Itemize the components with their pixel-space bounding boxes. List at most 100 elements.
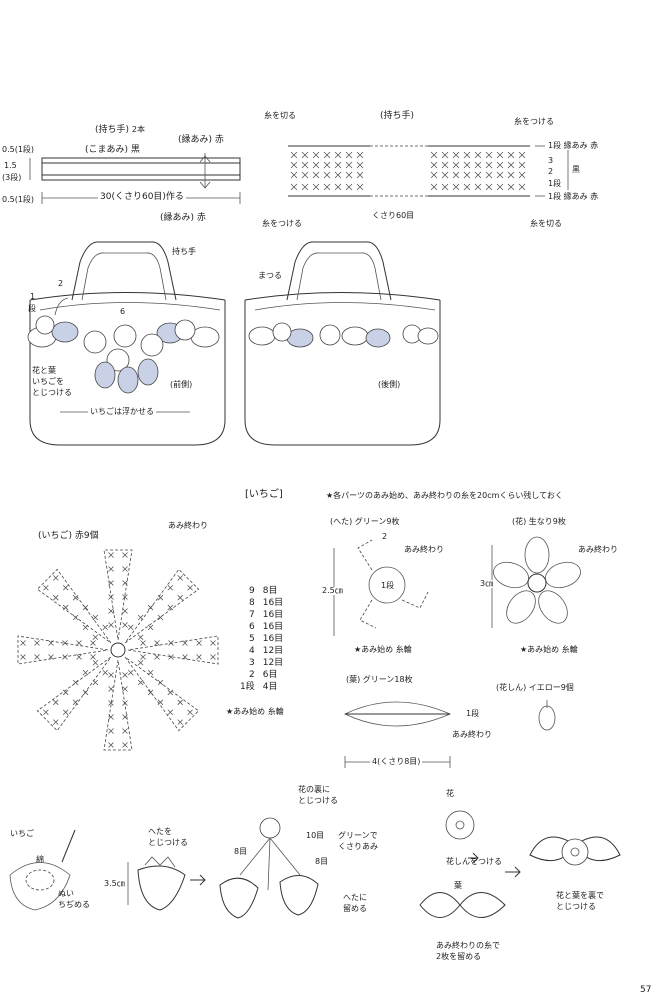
heta-title: (へた) グリーン9枚 (330, 517, 400, 526)
strawberry-stitch-chart (17, 549, 219, 751)
leftover-note: ★各パーツのあみ始め、あみ終わりの糸を20cmくらい残しておく (326, 491, 563, 500)
flower-stitch-chart (491, 536, 581, 628)
handle-strap-diagram (29, 153, 241, 204)
cut-yarn-left: 糸を切る (264, 111, 296, 120)
stitch-table-row: 1段 4目 (236, 681, 287, 693)
asm-fasten-heta: へたに 留める (343, 893, 367, 913)
bag-handle-label: 持ち手 (172, 247, 196, 256)
strawberry-chart-arm (36, 568, 112, 644)
asm-strawberry: いちご (10, 829, 34, 838)
stitch-row-label: 7 (249, 610, 255, 620)
strawberry-heading: [いちご] (245, 489, 283, 500)
asm-flower: 花 (446, 789, 454, 798)
stitch-table-row: 9 8目 (236, 585, 287, 597)
stitch-count: 16目 (262, 598, 284, 608)
flower-dim: 3㎝ (480, 579, 494, 588)
flower-center-title: (花しん) イエロー9個 (496, 683, 574, 692)
row1: 1段 (548, 179, 562, 188)
stitch-count: 16目 (262, 634, 284, 644)
row1-top: 1段 縁あみ 赤 (548, 141, 599, 150)
stitch-count: 12目 (262, 658, 284, 668)
stitch-table-row: 8 16目 (236, 597, 287, 609)
stitch-row-label: 5 (249, 634, 255, 644)
asm-end-yarn: あみ終わりの糸で 2枚を留める (436, 941, 500, 961)
assembly-illustrations (9, 810, 621, 919)
koma-label: (こまあみ) 黒 (85, 145, 140, 155)
strawberry-end: あみ終わり (168, 521, 208, 530)
asm-dim35: 3.5㎝ (104, 879, 125, 888)
strawberry-chart-arm (103, 549, 133, 641)
flower-start: ★あみ始め 糸輪 (520, 645, 578, 654)
front-label: (前側) (170, 380, 193, 389)
heta-num1: 1段 (381, 581, 395, 590)
heta-end: あみ終わり (404, 545, 444, 554)
handle-length: 30(くさり60目)作る (98, 192, 186, 202)
asm-attach-heta: へたを とじつける (148, 827, 188, 847)
stitch-count: 8目 (262, 586, 278, 596)
asm-eight-right: 8目 (315, 857, 329, 866)
handle-title: (持ち手) 2本 (95, 125, 145, 135)
flower-end: あみ終わり (578, 545, 618, 554)
dan-label: 段 (28, 304, 36, 313)
stitch-count: 4目 (262, 682, 278, 692)
black-label: 黒 (572, 165, 580, 174)
stitch-row-label: 8 (249, 598, 255, 608)
strawberry-chart-arm (124, 568, 200, 644)
fuchi-bottom-label: (縁あみ) 赤 (160, 213, 206, 223)
flowers-attach-label: 花と葉 いちごを とじつける (32, 366, 72, 397)
bag-front-illustration (27, 241, 226, 446)
dim-3dan: (3段) (2, 173, 22, 182)
asm-green-chain: グリーンで くさりあみ (338, 831, 378, 851)
row3: 3 (548, 156, 554, 165)
stitch-row-label: 6 (249, 622, 255, 632)
asm-ten: 10目 (306, 831, 325, 840)
cut-yarn-right: 糸を切る (530, 219, 562, 228)
asm-cotton: 綿 (36, 855, 44, 864)
stitch-row-label: 3 (249, 658, 255, 668)
asm-behind-flower: 花の裏に とじつける (298, 785, 338, 805)
stitch-row-label: 2 (249, 670, 255, 680)
dim-05-top: 0.5(1段) (2, 145, 35, 154)
attach-yarn-left: 糸をつける (262, 219, 302, 228)
strawberry-start: ★あみ始め 糸輪 (226, 707, 284, 716)
stitch-row-label: 9 (249, 586, 255, 596)
bag-back-illustration (244, 241, 441, 446)
flower-title: (花) 生なり9枚 (512, 517, 566, 526)
asm-attach-center: 花しんをつける (446, 857, 502, 866)
leaf-stitch-chart (344, 701, 452, 768)
stitch-row-label: 4 (249, 646, 255, 656)
row1-bottom: 1段 縁あみ 赤 (548, 192, 599, 201)
leaf-title: (葉) グリーン18枚 (346, 675, 413, 684)
flower-center-chart (538, 700, 556, 731)
dim-05-bottom: 0.5(1段) (2, 195, 35, 204)
strawberry-chart-arm (17, 635, 109, 665)
page-number: 57 (640, 985, 652, 995)
stitch-table-row: 3 12目 (236, 657, 287, 669)
handle-chart-diagram (288, 145, 569, 197)
stitch-row-label: 1段 (240, 682, 255, 692)
strawberry-chart-arm (36, 656, 112, 732)
asm-eight-left: 8目 (234, 847, 248, 856)
dim-15: 1.5 (4, 161, 17, 170)
heta-start: ★あみ始め 糸輪 (354, 645, 412, 654)
heta-num2: 2 (382, 532, 388, 541)
leaf-dim: 4(くさり8目) (370, 757, 423, 766)
asm-flower-leaf-back: 花と葉を裏で とじつける (556, 891, 604, 911)
stitch-count: 16目 (262, 610, 284, 620)
handle-chart-title: (持ち手) (380, 111, 415, 121)
strawberry-chart-arm (127, 635, 219, 665)
leaf-row1: 1段 (466, 709, 480, 718)
back-label: (後側) (378, 380, 401, 389)
heta-dim: 2.5㎝ (322, 586, 343, 595)
sew-label: まつる (258, 271, 282, 280)
leaf-end: あみ終わり (452, 730, 492, 739)
stitch-table-row: 7 16目 (236, 609, 287, 621)
attach-yarn-right: 糸をつける (514, 117, 554, 126)
dim-6: 6 (120, 307, 126, 316)
asm-gather: ぬい ちぢめる (58, 889, 90, 909)
strawberry-title: (いちご) 赤9個 (38, 531, 99, 541)
